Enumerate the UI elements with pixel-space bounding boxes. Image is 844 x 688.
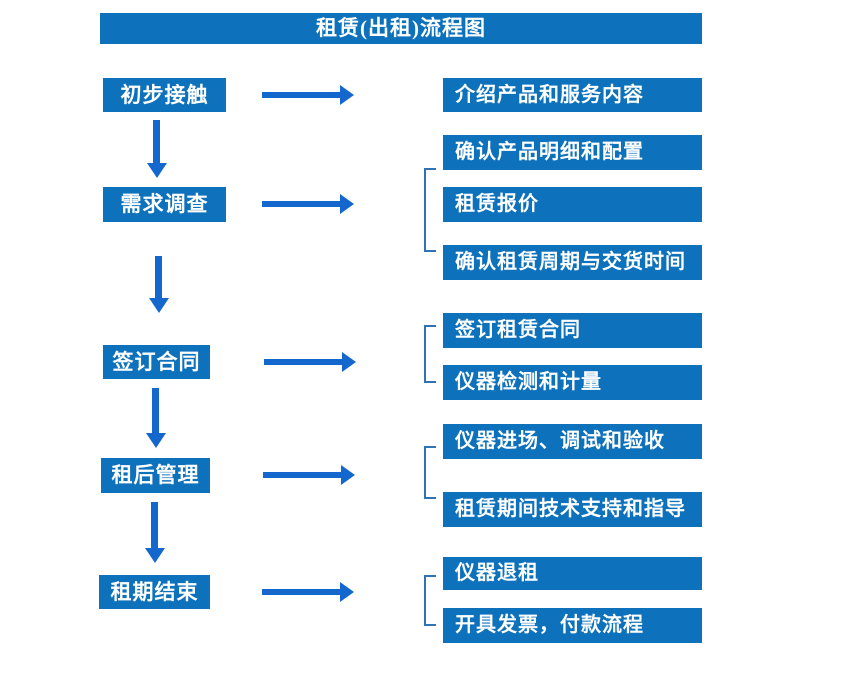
detail-box-invoice-payment: 开具发票，付款流程 <box>443 608 702 643</box>
arrow-head <box>145 548 165 563</box>
detail-box-sign-rental-contract: 签订租赁合同 <box>443 313 702 348</box>
detail-box-rental-quotation: 租赁报价 <box>443 187 702 222</box>
arrow-head <box>147 163 167 178</box>
bracket-group-5 <box>424 575 436 626</box>
flowchart-title: 租赁(出租)流程图 <box>100 13 702 44</box>
detail-box-instrument-setup-acceptance: 仪器进场、调试和验收 <box>443 424 702 459</box>
arrow-shaft <box>263 472 343 478</box>
arrow-down-4 <box>145 502 165 563</box>
arrow-right-1 <box>262 85 354 105</box>
arrow-head <box>341 465 355 485</box>
arrow-shaft <box>155 256 162 299</box>
arrow-head <box>340 194 354 214</box>
arrow-right-5 <box>262 582 354 602</box>
arrow-right-3 <box>264 352 356 372</box>
arrow-right-2 <box>262 194 354 214</box>
arrow-down-1 <box>147 120 167 178</box>
step-box-demand-survey: 需求调查 <box>103 187 226 222</box>
step-box-rental-end: 租期结束 <box>99 575 210 609</box>
step-box-initial-contact: 初步接触 <box>103 78 226 112</box>
arrow-shaft <box>262 201 342 207</box>
arrow-head <box>340 85 354 105</box>
arrow-shaft <box>262 92 342 98</box>
bracket-group-4 <box>424 446 436 499</box>
bracket-group-3 <box>424 325 436 383</box>
arrow-shaft <box>152 388 159 434</box>
detail-box-technical-support: 租赁期间技术支持和指导 <box>443 492 702 527</box>
step-box-post-rental-management: 租后管理 <box>101 458 210 493</box>
arrow-right-4 <box>263 465 355 485</box>
arrow-shaft <box>264 359 344 365</box>
arrow-shaft <box>153 120 160 164</box>
bracket-group-2 <box>424 168 436 252</box>
arrow-head <box>149 298 169 313</box>
detail-box-confirm-product-config: 确认产品明细和配置 <box>443 135 702 170</box>
detail-box-instrument-testing: 仪器检测和计量 <box>443 365 702 400</box>
detail-box-confirm-period-delivery: 确认租赁周期与交货时间 <box>443 245 702 280</box>
arrow-shaft <box>262 589 342 595</box>
arrow-down-3 <box>146 388 166 448</box>
arrow-shaft <box>151 502 158 549</box>
detail-box-introduce-products: 介绍产品和服务内容 <box>443 78 702 112</box>
arrow-head <box>146 433 166 448</box>
arrow-head <box>342 352 356 372</box>
arrow-down-2 <box>149 256 169 313</box>
detail-box-instrument-return: 仪器退租 <box>443 557 702 590</box>
arrow-head <box>340 582 354 602</box>
step-box-sign-contract: 签订合同 <box>103 345 210 379</box>
